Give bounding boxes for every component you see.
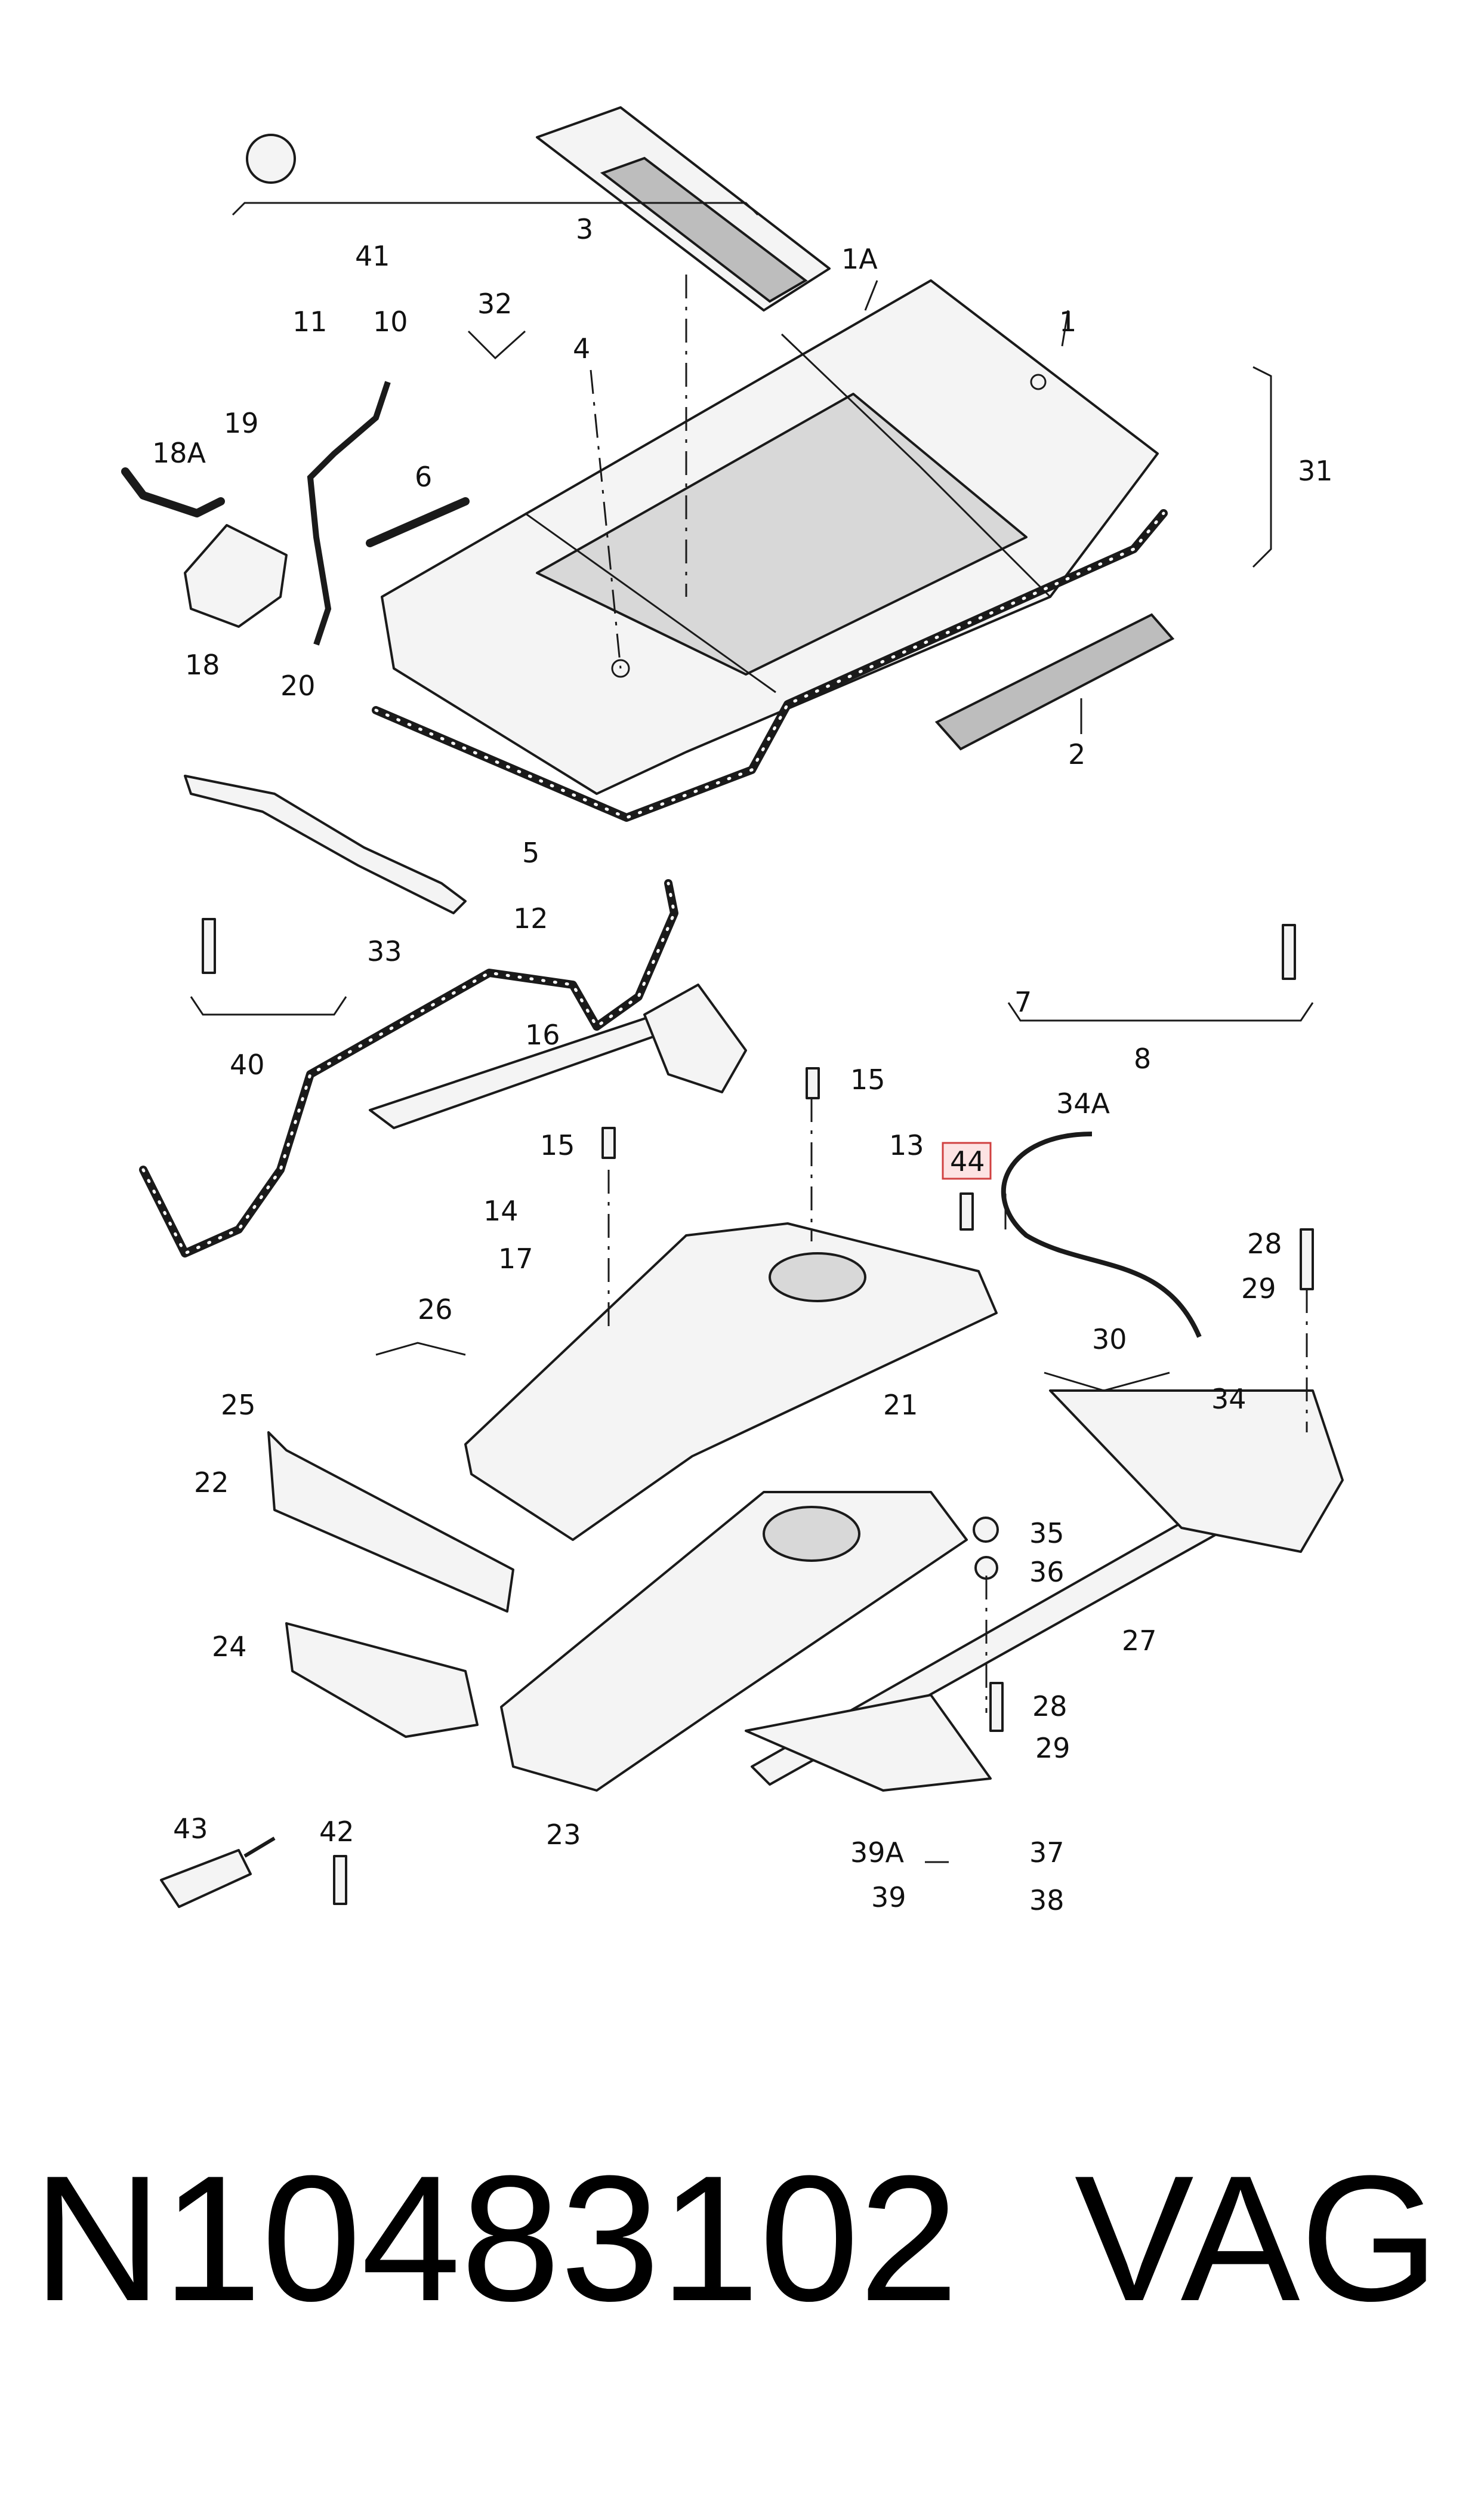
seal-strips <box>121 467 1168 1258</box>
callout-43: 43 <box>173 1813 208 1845</box>
callout-44: 44 <box>950 1145 985 1178</box>
callout-17: 17 <box>498 1243 533 1275</box>
group-brackets <box>190 202 1314 1392</box>
callout-22: 22 <box>194 1466 229 1499</box>
callout-13: 13 <box>889 1129 924 1161</box>
callout-14: 14 <box>483 1195 519 1227</box>
callout-35: 35 <box>1029 1517 1065 1549</box>
callout-33: 33 <box>367 935 402 967</box>
callout-32: 32 <box>477 288 513 320</box>
fastener-parts <box>202 134 1314 1905</box>
callout-21: 21 <box>883 1389 918 1421</box>
callout-39A: 39A <box>850 1836 905 1869</box>
callout-1A: 1A <box>841 243 878 275</box>
callout-4: 4 <box>573 332 590 365</box>
subframe-rail-part <box>745 1389 1344 1792</box>
callout-labels: 1 1A 2 3 4 5 6 7 8 10 11 12 13 14 15 15 … <box>152 213 1333 1916</box>
callout-39: 39 <box>871 1881 906 1913</box>
callout-31: 31 <box>1298 455 1333 487</box>
callout-1: 1 <box>1059 306 1076 338</box>
callout-28b: 28 <box>1032 1690 1068 1722</box>
callout-20: 20 <box>280 670 316 702</box>
callout-38: 38 <box>1029 1884 1065 1916</box>
callout-6: 6 <box>415 461 432 493</box>
cross-member-part <box>369 984 747 1129</box>
callout-10: 10 <box>373 306 408 338</box>
intake-strip-part <box>536 106 831 312</box>
part-number-text: N10483102 <box>33 2138 959 2338</box>
upper-underbody-part <box>464 1222 998 1541</box>
bonnet-part <box>381 279 1159 795</box>
callout-29b: 29 <box>1035 1732 1070 1764</box>
callout-41: 41 <box>355 240 390 272</box>
bracket-part <box>184 524 288 628</box>
callout-19: 19 <box>224 407 259 439</box>
cable-part <box>1001 1132 1202 1338</box>
callout-11: 11 <box>292 306 328 338</box>
callout-2: 2 <box>1068 738 1085 770</box>
callout-36: 36 <box>1029 1556 1065 1588</box>
side-panel-parts <box>267 1431 514 1738</box>
highlight-box <box>942 1142 992 1180</box>
callout-40: 40 <box>230 1049 265 1081</box>
hinge-part <box>184 775 467 914</box>
callout-42: 42 <box>319 1816 354 1848</box>
grease-tube-part <box>160 1836 276 1908</box>
callout-3: 3 <box>576 213 593 245</box>
callout-25: 25 <box>221 1389 256 1421</box>
callout-34: 34 <box>1211 1383 1247 1415</box>
callout-28a: 28 <box>1247 1228 1282 1260</box>
callout-16: 16 <box>525 1019 560 1051</box>
callout-15b: 15 <box>540 1129 575 1161</box>
callout-29a: 29 <box>1241 1272 1276 1305</box>
hose-part <box>307 381 391 646</box>
callout-15a: 15 <box>850 1064 886 1096</box>
brand-text: VAG <box>1074 2138 1439 2338</box>
callout-23: 23 <box>546 1819 581 1851</box>
callout-12: 12 <box>513 902 548 935</box>
grille-part <box>934 613 1175 751</box>
callout-30: 30 <box>1092 1323 1127 1355</box>
callout-27: 27 <box>1122 1625 1157 1657</box>
assembly-lines <box>590 275 1308 1713</box>
callout-18: 18 <box>185 649 220 681</box>
callout-26: 26 <box>418 1293 453 1326</box>
callout-34A: 34A <box>1056 1087 1110 1120</box>
callout-24: 24 <box>212 1631 247 1663</box>
callout-37: 37 <box>1029 1836 1065 1869</box>
lower-underbody-part <box>500 1491 968 1792</box>
callout-5: 5 <box>522 837 539 869</box>
callout-7: 7 <box>1014 986 1032 1018</box>
callout-18A: 18A <box>152 437 206 469</box>
callout-8: 8 <box>1134 1043 1151 1075</box>
leader-lines <box>864 280 1082 1863</box>
